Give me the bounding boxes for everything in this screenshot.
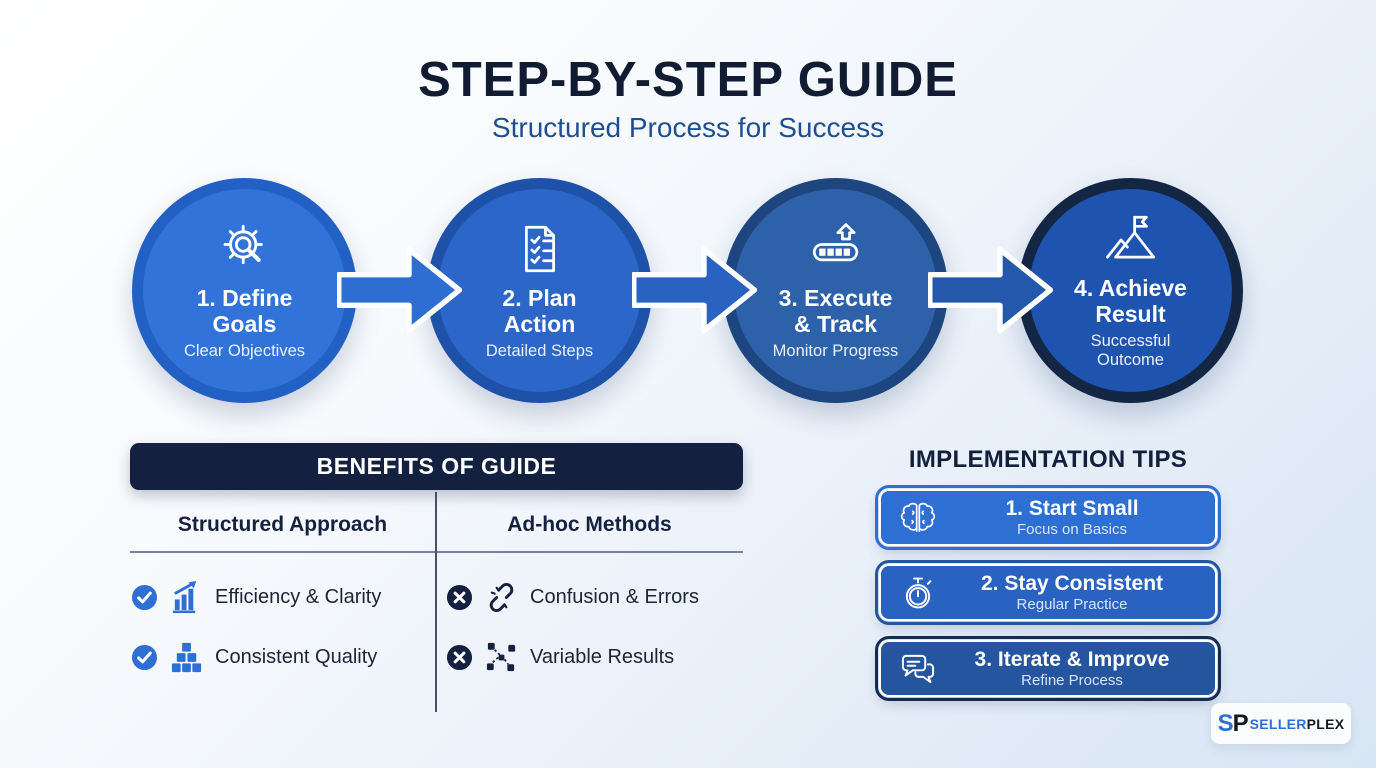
tip-card-iterate-improve: 3. Iterate & Improve Refine Process (875, 636, 1221, 701)
benefit-label: Efficiency & Clarity (215, 586, 382, 608)
logo-monogram-s: S (1217, 709, 1234, 737)
tip-title: 1. Start Small (1005, 496, 1139, 520)
tip-subtitle: Regular Practice (1016, 596, 1128, 614)
x-circle-icon (446, 644, 473, 671)
check-circle-icon (131, 644, 158, 671)
step-subtitle: Successful Outcome (1090, 331, 1171, 370)
bar-chart-growth-icon (169, 580, 204, 615)
tips-header: IMPLEMENTATION TIPS (908, 446, 1188, 473)
flow-arrow-3 (928, 246, 1054, 334)
stopwatch-icon (897, 572, 939, 614)
gear-search-icon (216, 220, 274, 278)
stacked-boxes-icon (169, 640, 204, 675)
progress-upload-icon (807, 220, 865, 278)
step-circle-achieve-result: 4. Achieve Result Successful Outcome (1018, 178, 1243, 403)
step-subtitle: Monitor Progress (772, 341, 899, 360)
tip-subtitle: Refine Process (1021, 672, 1123, 690)
flow-arrow-2 (632, 246, 758, 334)
page-title: STEP-BY-STEP GUIDE (418, 53, 958, 107)
step-title: 3. Execute & Track (778, 284, 893, 338)
benefits-vertical-divider (435, 492, 437, 712)
column-header-structured: Structured Approach (177, 513, 388, 536)
tip-title: 2. Stay Consistent (980, 571, 1164, 595)
logo-word-seller: SELLER (1249, 715, 1307, 732)
step-subtitle: Detailed Steps (485, 341, 594, 360)
column-header-adhoc: Ad-hoc Methods (507, 513, 672, 536)
tip-card-stay-consistent: 2. Stay Consistent Regular Practice (875, 560, 1221, 625)
sellerplex-logo: SP SELLERPLEX (1211, 703, 1351, 744)
chat-bubbles-icon (897, 648, 939, 690)
benefit-label: Consistent Quality (215, 646, 378, 668)
checklist-document-icon (511, 220, 569, 278)
step-subtitle: Clear Objectives (183, 341, 306, 360)
x-circle-icon (446, 584, 473, 611)
mountain-flag-icon (1102, 210, 1160, 268)
flow-arrow-1 (337, 246, 463, 334)
brain-icon (897, 497, 939, 539)
step-title: 1. Define Goals (196, 284, 293, 338)
scattered-squares-icon (484, 640, 519, 675)
tip-card-start-small: 1. Start Small Focus on Basics (875, 485, 1221, 550)
step-title: 4. Achieve Result (1074, 274, 1187, 328)
benefit-label: Variable Results (530, 646, 675, 668)
step-title: 2. Plan Action (502, 284, 577, 338)
tip-title: 3. Iterate & Improve (974, 647, 1170, 671)
benefit-row: Efficiency & Clarity (131, 580, 381, 615)
benefits-header: BENEFITS OF GUIDE (130, 443, 743, 490)
check-circle-icon (131, 584, 158, 611)
benefit-label: Confusion & Errors (530, 586, 699, 608)
logo-monogram-p: P (1232, 709, 1249, 737)
logo-word-plex: PLEX (1306, 715, 1345, 732)
tip-subtitle: Focus on Basics (1016, 521, 1128, 539)
benefit-row: Variable Results (446, 640, 674, 675)
benefit-row: Consistent Quality (131, 640, 377, 675)
step-circle-define-goals: 1. Define Goals Clear Objectives (132, 178, 357, 403)
page-subtitle: Structured Process for Success (491, 112, 885, 143)
benefit-row: Confusion & Errors (446, 580, 699, 615)
broken-link-icon (484, 580, 519, 615)
step-circle-execute-track: 3. Execute & Track Monitor Progress (723, 178, 948, 403)
